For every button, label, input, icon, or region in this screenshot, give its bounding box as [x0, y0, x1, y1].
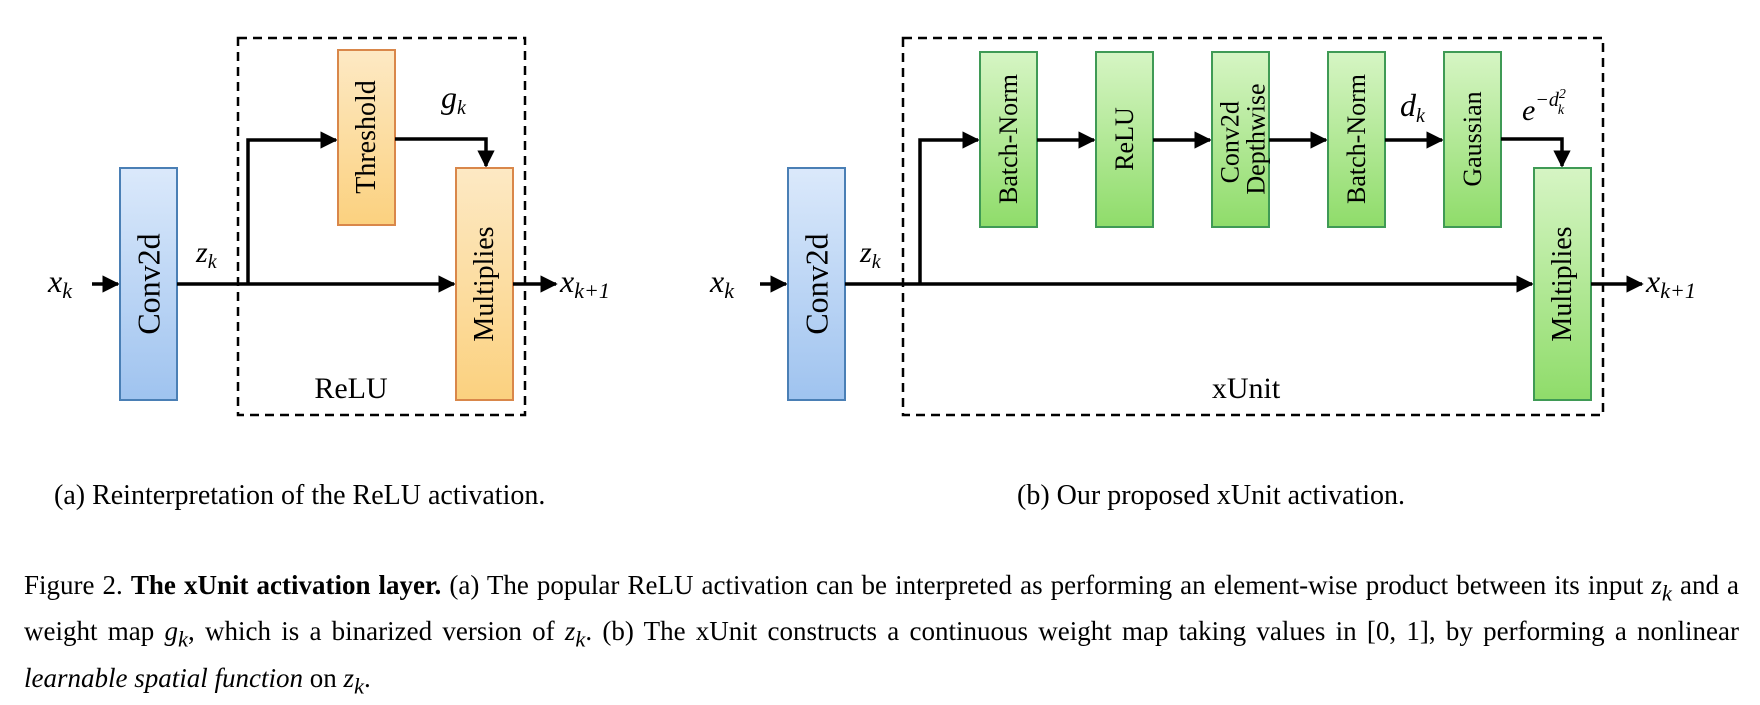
batchnorm1-label: Batch-Norm [994, 74, 1023, 204]
caption-interval: [0, 1] [1366, 616, 1429, 647]
caption-part1: (a) The popular ReLU activation can be i… [441, 570, 1652, 600]
caption-part5: , by performing a nonlinear [1428, 616, 1740, 647]
arrow-threshold-to-mult [395, 137, 495, 168]
relu-group-box [236, 36, 527, 417]
caption-z2: z [564, 616, 576, 647]
panel-a: ReLU xk Conv2d zk Threshold gk Multiplie… [47, 36, 610, 417]
relu-label: ReLU [1110, 107, 1139, 171]
relu-block [1095, 51, 1154, 228]
depthwise-label-line2: Depthwise [1242, 83, 1271, 194]
zk-label-b: zk [859, 236, 882, 273]
caption-part2: and a weight map [24, 570, 1739, 647]
caption-z3-sub: k [354, 673, 364, 699]
batchnorm2-label: Batch-Norm [1342, 74, 1371, 204]
caption-part4: . (b) The xUnit constructs a continuous … [585, 616, 1367, 647]
branch-to-batchnorm1 [918, 131, 980, 284]
gk-label: gk [441, 79, 467, 119]
multiplies-label-a: Multiplies [469, 226, 500, 341]
conv2d-label-a: Conv2d [131, 233, 167, 334]
caption-g-sub: k [177, 626, 188, 652]
caption-a: (a) Reinterpretation of the ReLU activat… [54, 480, 546, 511]
dk-label: dk [1400, 87, 1426, 127]
caption-part7: . [364, 662, 371, 693]
caption-b: (b) Our proposed xUnit activation. [1017, 480, 1406, 511]
caption-prefix: Figure 2. [24, 570, 131, 600]
branch-to-threshold [246, 131, 338, 284]
caption-emph: learnable spatial function [24, 662, 303, 693]
caption-z1-sub: k [1661, 580, 1672, 606]
conv2d-block-b [787, 167, 846, 401]
multiplies-label-b: Multiplies [1547, 226, 1578, 341]
diagram: ReLU xk Conv2d zk Threshold gk Multiplie… [47, 36, 1696, 417]
output-xk1-a: xk+1 [559, 263, 610, 303]
multiplies-block-b [1533, 167, 1592, 401]
caption-part6: on [302, 662, 344, 693]
zk-label-a: zk [195, 236, 218, 273]
caption-title: The xUnit activation layer. [130, 570, 442, 600]
gaussian-block [1443, 51, 1502, 228]
batchnorm1-block [979, 51, 1038, 228]
arrow-gaussian-to-mult [1501, 137, 1571, 168]
multiplies-block-a [455, 167, 514, 401]
input-xk-b: xk [709, 263, 735, 303]
gaussian-label: Gaussian [1458, 91, 1487, 186]
caption-part3: , which is a binarized version of [187, 616, 565, 647]
panel-b: xUnit xk Conv2d zk Batch-Norm ReLU Conv2… [709, 36, 1696, 417]
input-xk-a: xk [47, 263, 73, 303]
batchnorm2-block [1327, 51, 1386, 228]
caption-z2-sub: k [575, 626, 586, 652]
depthwise-block [1211, 51, 1270, 228]
caption-z3: z [343, 662, 354, 693]
output-xk1-b: xk+1 [1645, 263, 1696, 303]
caption-z1: z [1651, 570, 1662, 600]
figure-caption: Figure 2. The xUnit activation layer. (a… [24, 566, 1739, 705]
depthwise-label: Conv2d Depthwise [1216, 83, 1271, 194]
caption-g: g [164, 616, 178, 647]
depthwise-label-line1: Conv2d [1216, 101, 1245, 183]
conv2d-label-b: Conv2d [799, 233, 835, 334]
relu-group-label: ReLU [314, 372, 388, 405]
xunit-group-box [901, 36, 1605, 417]
xunit-group-label: xUnit [1212, 372, 1281, 405]
conv2d-block-a [119, 167, 178, 401]
threshold-label: Threshold [351, 80, 382, 194]
